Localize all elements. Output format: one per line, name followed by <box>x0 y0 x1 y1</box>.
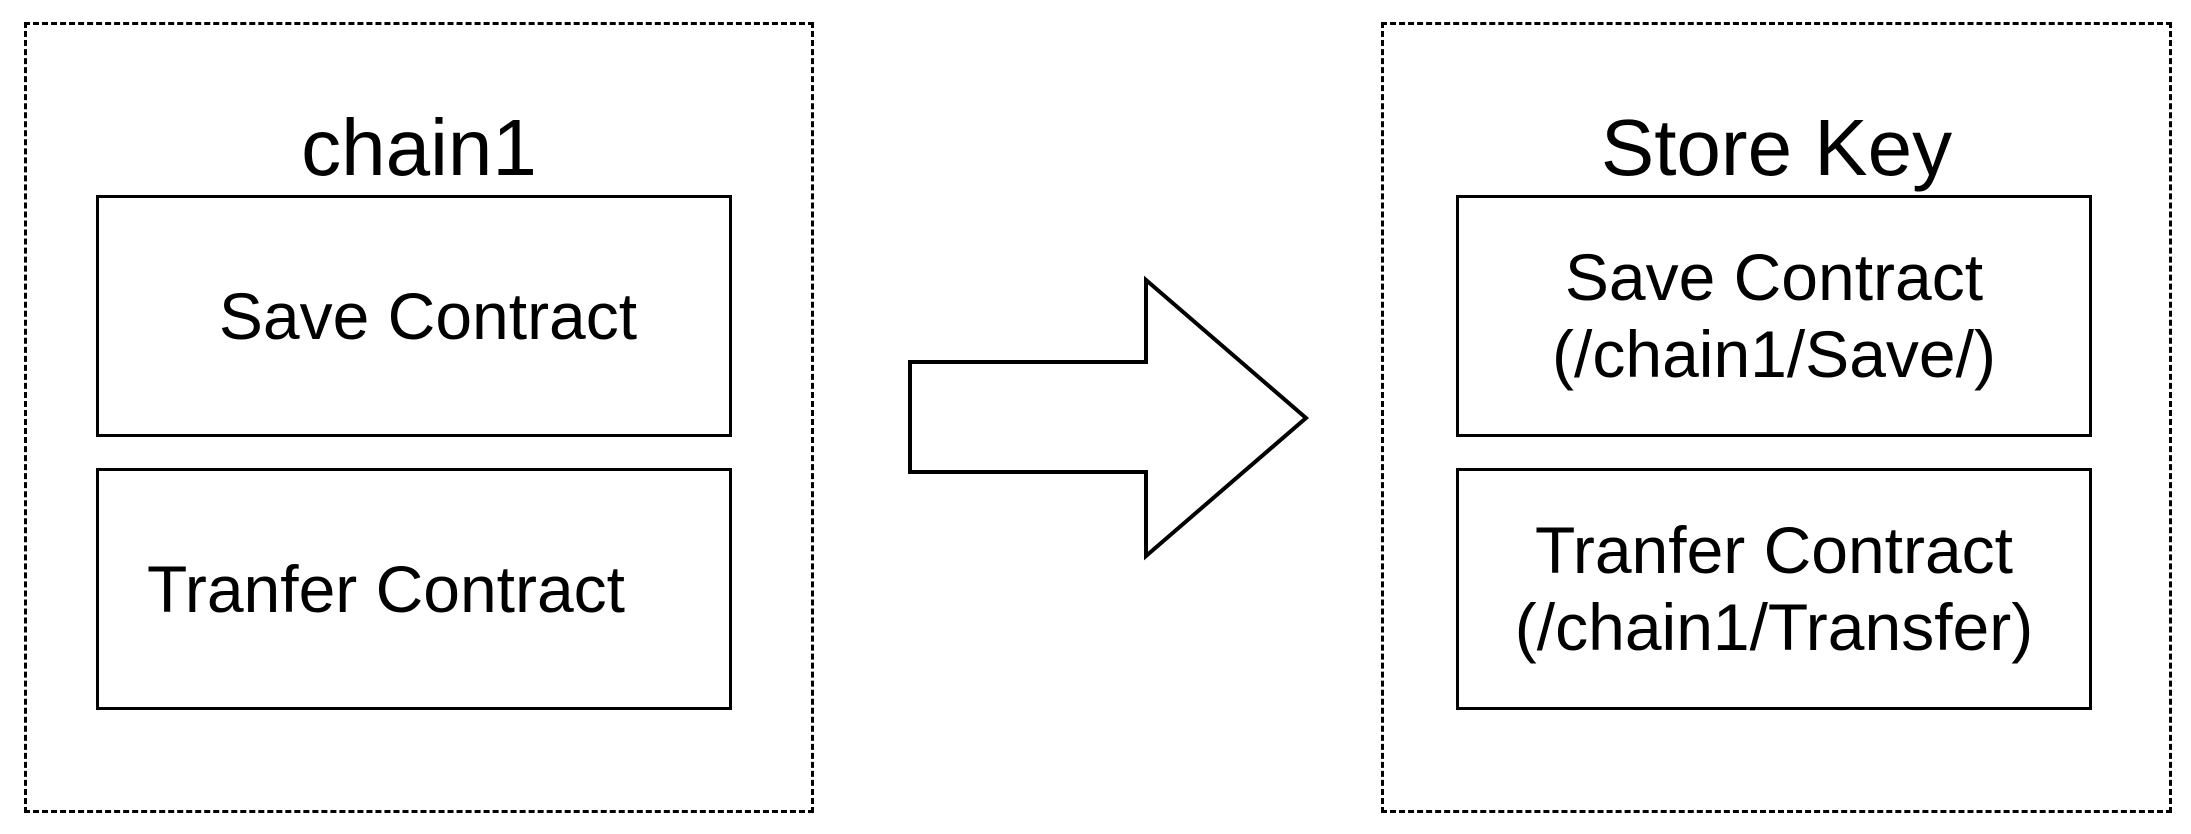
transfer-contract-key-box: Tranfer Contract (/chain1/Transfer) <box>1456 468 2092 710</box>
save-contract-key-path: (/chain1/Save/) <box>1552 317 1996 391</box>
save-contract-key-label: Save Contract (/chain1/Save/) <box>1552 239 1996 392</box>
save-contract-key-box: Save Contract (/chain1/Save/) <box>1456 195 2092 437</box>
transfer-contract-key-name: Tranfer Contract <box>1534 513 2014 588</box>
transfer-contract-box: Tranfer Contract <box>96 468 732 710</box>
transfer-contract-label-line: Tranfer Contract <box>146 551 626 626</box>
right-arrow-shape <box>908 275 1310 561</box>
save-contract-box: Save Contract <box>96 195 732 437</box>
transfer-contract-key-label: Tranfer Contract (/chain1/Transfer) <box>1515 512 2033 665</box>
chain1-group: chain1 <box>24 22 814 813</box>
store-key-group: Store Key <box>1381 22 2172 813</box>
transfer-contract-key-path: (/chain1/Transfer) <box>1514 590 2034 664</box>
save-contract-key-name: Save Contract <box>1564 240 1984 315</box>
store-key-group-title: Store Key <box>1600 103 1953 192</box>
transfer-contract-label: Tranfer Contract <box>147 551 625 628</box>
chain1-group-title: chain1 <box>301 103 537 192</box>
save-contract-label: Save Contract <box>219 278 637 355</box>
save-contract-label-line: Save Contract <box>218 278 638 353</box>
